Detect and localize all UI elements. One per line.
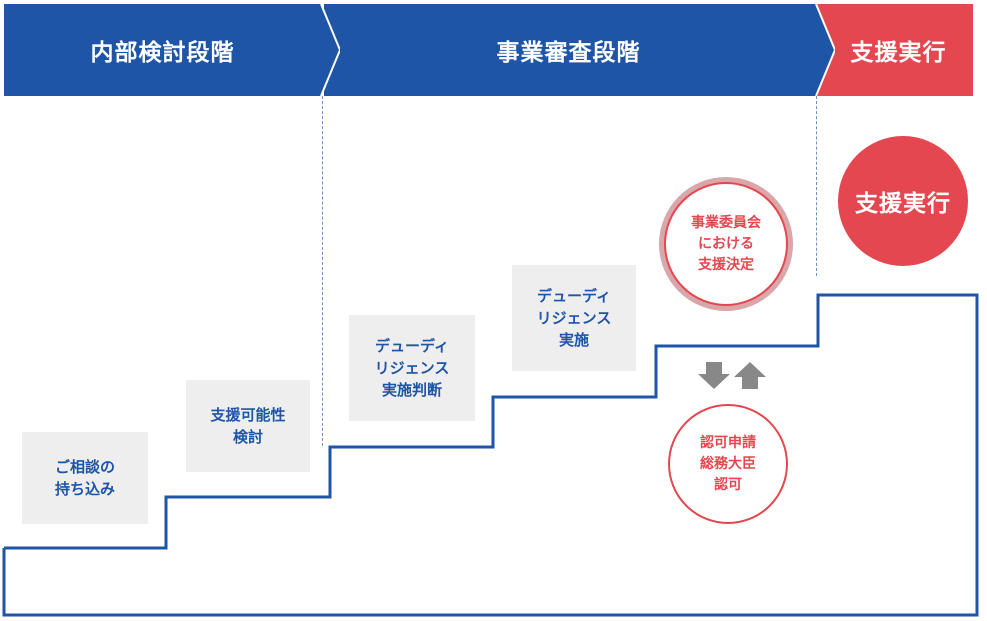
execution-circle: 支援実行 xyxy=(838,136,968,266)
phase-divider xyxy=(322,96,323,446)
step-feasibility-label: 支援可能性 検討 xyxy=(210,406,286,446)
phase-banner-review: 事業審査段階 xyxy=(324,4,813,96)
phase-label-execution: 支援実行 xyxy=(850,40,947,66)
chevron-right-icon xyxy=(813,4,835,96)
phase-banner-execution: 支援実行 xyxy=(816,4,973,96)
swap-arrows-icon xyxy=(698,362,766,389)
step-dd-decision-label: デューディ リジェンス 実施判断 xyxy=(374,337,450,399)
step-dd-execution: デューディ リジェンス 実施 xyxy=(512,265,636,371)
step-dd-decision: デューディ リジェンス 実施判断 xyxy=(349,315,475,421)
step-consultation-label: ご相談の 持ち込み xyxy=(54,458,115,498)
committee-decision-circle: 事業委員会 における 支援決定 xyxy=(664,182,788,306)
committee-decision-label: 事業委員会 における 支援決定 xyxy=(691,214,761,273)
phase-divider xyxy=(816,96,817,276)
step-dd-execution-label: デューディ リジェンス 実施 xyxy=(536,287,612,349)
approval-circle: 認可申請 総務大臣 認可 xyxy=(668,404,788,524)
phase-label-internal: 内部検討段階 xyxy=(90,40,235,66)
step-feasibility: 支援可能性 検討 xyxy=(186,380,310,472)
execution-circle-label: 支援実行 xyxy=(855,191,951,217)
chevron-right-icon xyxy=(318,4,340,96)
approval-label: 認可申請 総務大臣 認可 xyxy=(700,434,756,493)
step-consultation: ご相談の 持ち込み xyxy=(22,432,148,524)
phase-banner-internal: 内部検討段階 xyxy=(4,4,321,96)
phase-label-review: 事業審査段階 xyxy=(496,40,641,66)
